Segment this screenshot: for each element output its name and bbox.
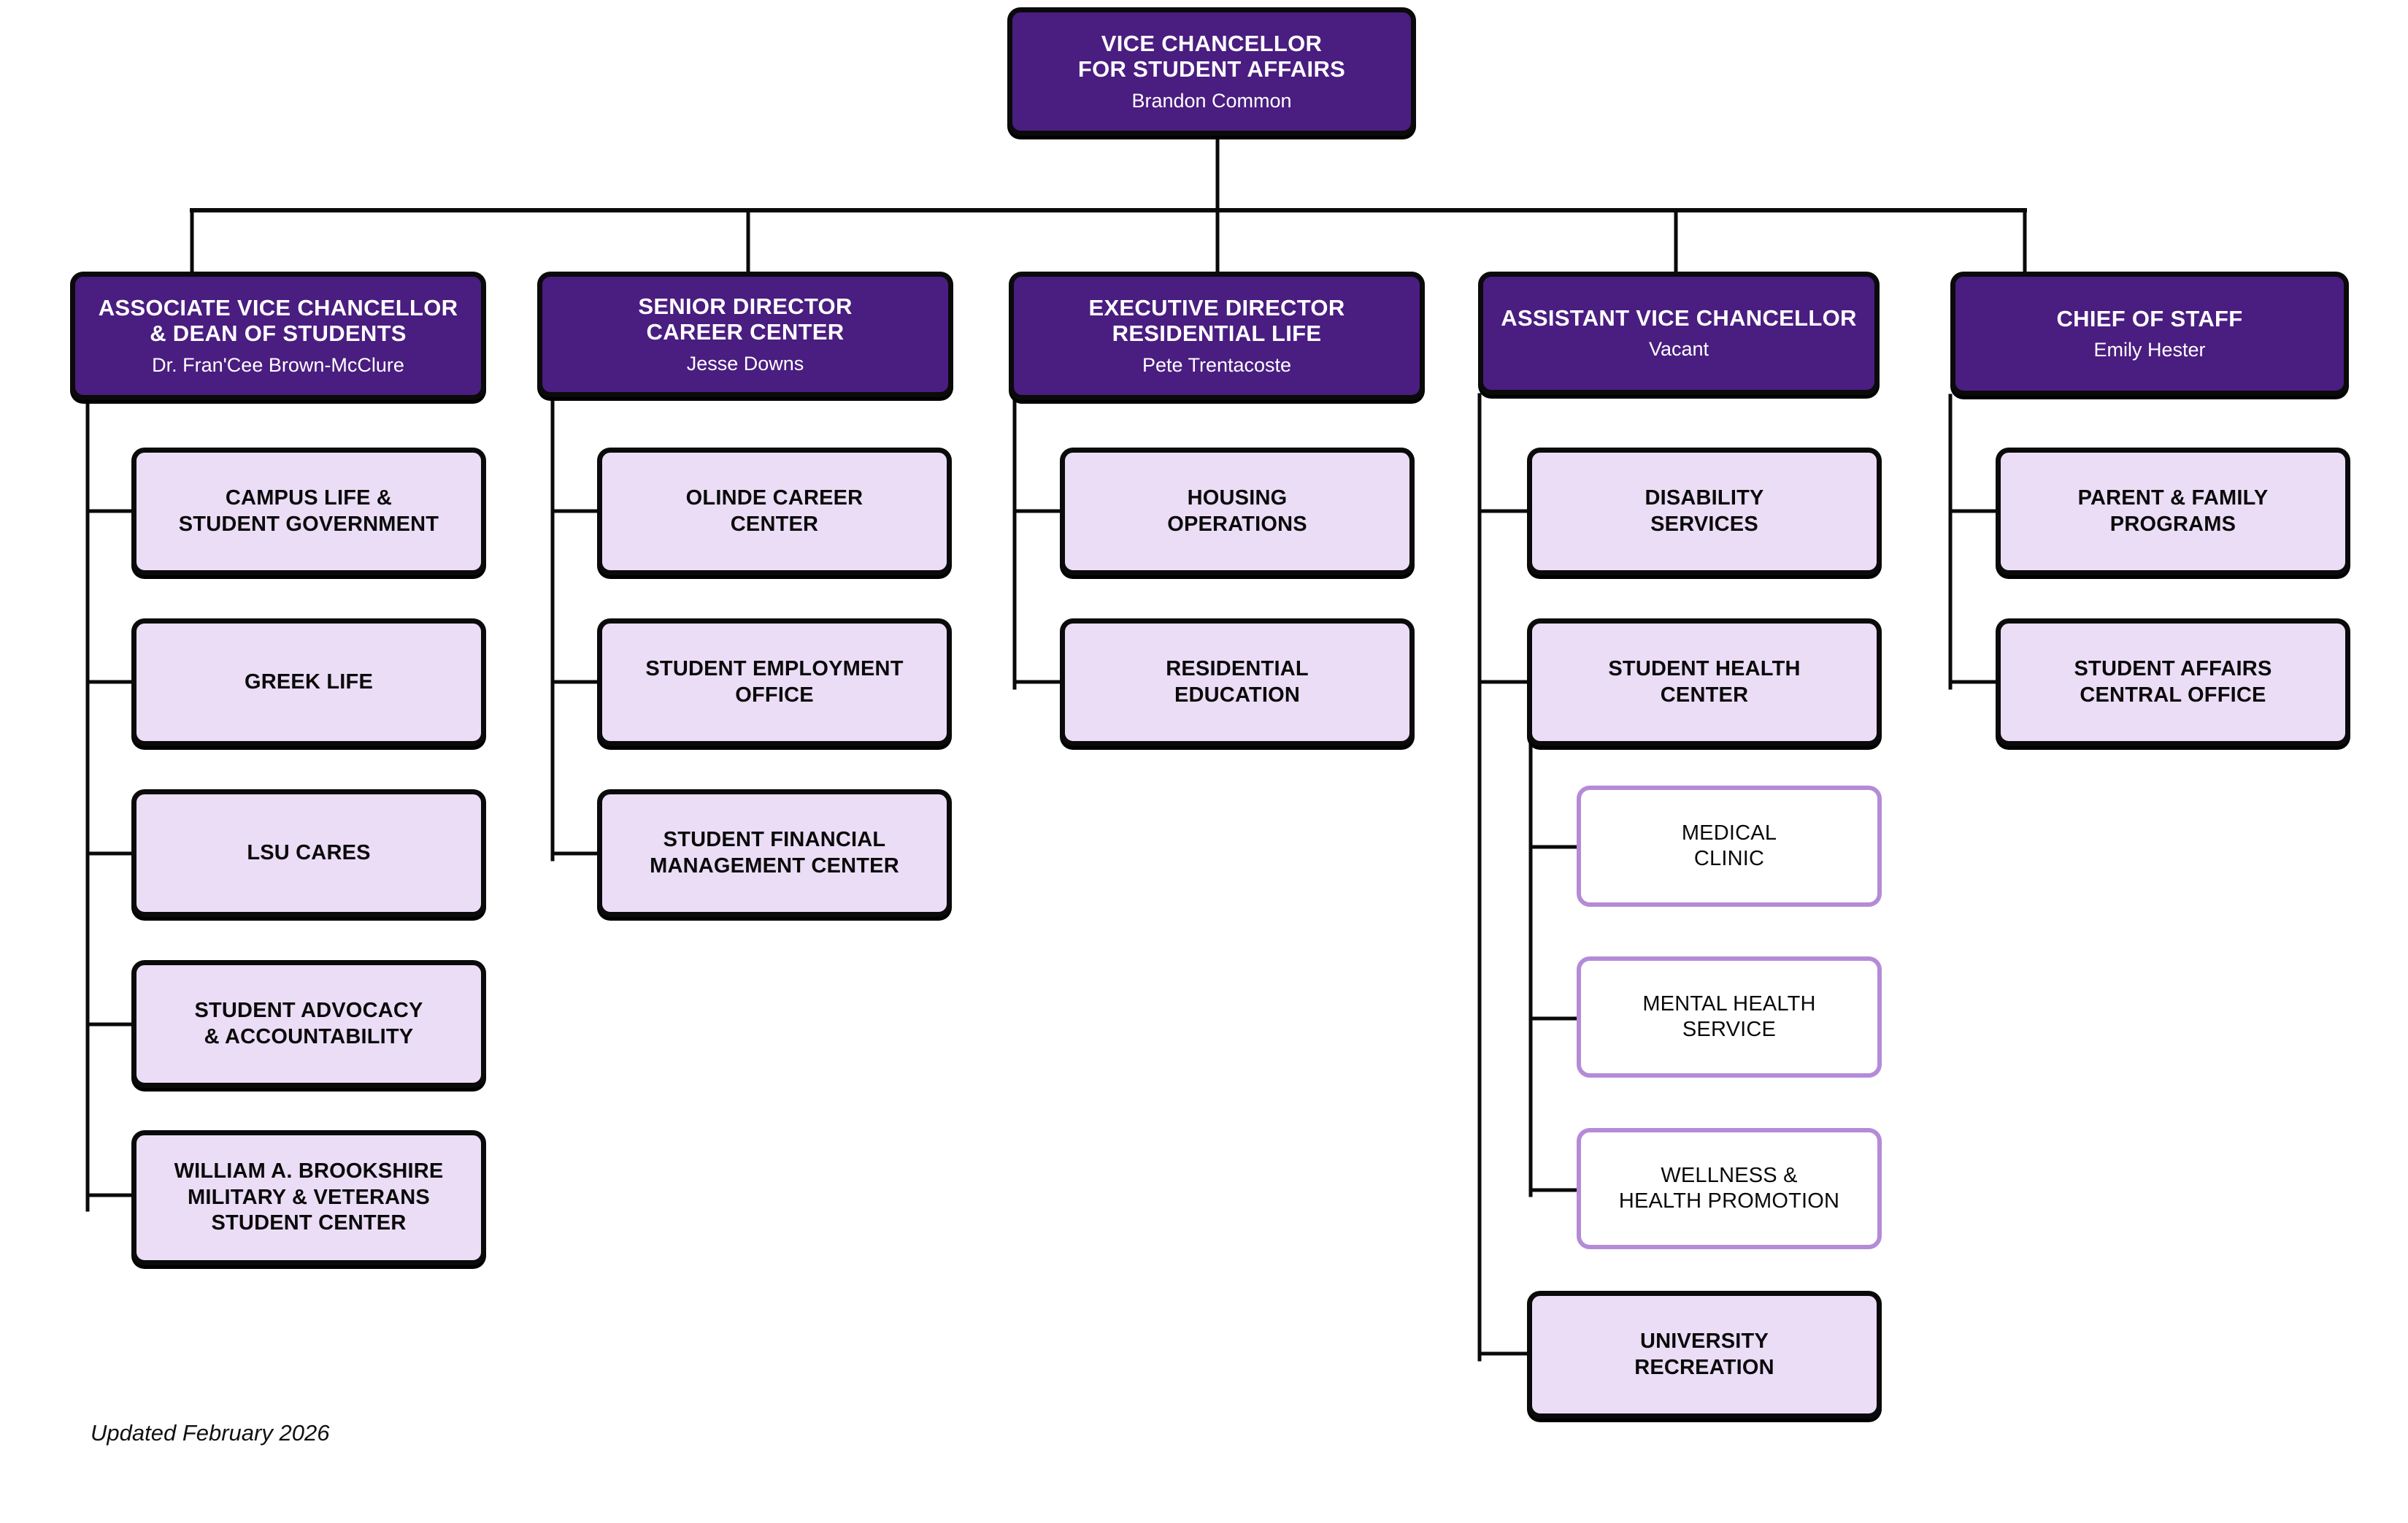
- node-title: RESIDENTIAL EDUCATION: [1166, 657, 1309, 707]
- node-mental-health-service[interactable]: MENTAL HEALTH SERVICE: [1577, 956, 1882, 1078]
- node-parent-family-programs[interactable]: PARENT & FAMILY PROGRAMS: [1996, 448, 2350, 575]
- node-wellness-health-promotion[interactable]: WELLNESS & HEALTH PROMOTION: [1577, 1128, 1882, 1249]
- node-title: OLINDE CAREER CENTER: [685, 486, 863, 536]
- node-title: WELLNESS & HEALTH PROMOTION: [1618, 1163, 1840, 1213]
- node-title: HOUSING OPERATIONS: [1167, 486, 1307, 536]
- node-student-financial-management-center[interactable]: STUDENT FINANCIAL MANAGEMENT CENTER: [597, 789, 952, 917]
- node-person: Vacant: [1648, 338, 1709, 361]
- node-title: MENTAL HEALTH SERVICE: [1642, 991, 1816, 1041]
- node-residential-education[interactable]: RESIDENTIAL EDUCATION: [1060, 618, 1415, 746]
- node-executive-director-residential-life[interactable]: EXECUTIVE DIRECTOR RESIDENTIAL LIFE Pete…: [1009, 272, 1425, 400]
- node-person: Emily Hester: [2093, 338, 2206, 361]
- node-olinde-career-center[interactable]: OLINDE CAREER CENTER: [597, 448, 952, 575]
- node-student-advocacy-accountability[interactable]: STUDENT ADVOCACY & ACCOUNTABILITY: [131, 960, 486, 1088]
- node-person: Jesse Downs: [686, 352, 804, 375]
- node-associate-vice-chancellor-dean-of-students[interactable]: ASSOCIATE VICE CHANCELLOR & DEAN OF STUD…: [70, 272, 486, 400]
- node-title: STUDENT EMPLOYMENT OFFICE: [645, 657, 904, 707]
- node-title: CAMPUS LIFE & STUDENT GOVERNMENT: [178, 486, 439, 536]
- node-campus-life-student-government[interactable]: CAMPUS LIFE & STUDENT GOVERNMENT: [131, 448, 486, 575]
- node-disability-services[interactable]: DISABILITY SERVICES: [1527, 448, 1882, 575]
- node-title: STUDENT AFFAIRS CENTRAL OFFICE: [2074, 657, 2272, 707]
- node-greek-life[interactable]: GREEK LIFE: [131, 618, 486, 746]
- node-title: MEDICAL CLINIC: [1681, 821, 1777, 870]
- node-assistant-vice-chancellor[interactable]: ASSISTANT VICE CHANCELLOR Vacant: [1478, 272, 1880, 395]
- node-title: LSU CARES: [247, 840, 371, 864]
- node-student-employment-office[interactable]: STUDENT EMPLOYMENT OFFICE: [597, 618, 952, 746]
- node-medical-clinic[interactable]: MEDICAL CLINIC: [1577, 786, 1882, 907]
- node-title: STUDENT FINANCIAL MANAGEMENT CENTER: [650, 828, 899, 878]
- node-housing-operations[interactable]: HOUSING OPERATIONS: [1060, 448, 1415, 575]
- node-student-affairs-central-office[interactable]: STUDENT AFFAIRS CENTRAL OFFICE: [1996, 618, 2350, 746]
- node-title: ASSISTANT VICE CHANCELLOR: [1501, 305, 1857, 331]
- node-person: Pete Trentacoste: [1142, 353, 1292, 376]
- node-brookshire-military-veterans-student-center[interactable]: WILLIAM A. BROOKSHIRE MILITARY & VETERAN…: [131, 1130, 486, 1265]
- node-title: SENIOR DIRECTOR CAREER CENTER: [638, 293, 853, 345]
- node-title: PARENT & FAMILY PROGRAMS: [2077, 486, 2269, 536]
- node-chief-of-staff[interactable]: CHIEF OF STAFF Emily Hester: [1950, 272, 2349, 396]
- node-person: Dr. Fran'Cee Brown-McClure: [152, 353, 404, 376]
- node-title: GREEK LIFE: [244, 670, 373, 694]
- node-senior-director-career-center[interactable]: SENIOR DIRECTOR CAREER CENTER Jesse Down…: [537, 272, 953, 397]
- node-title: EXECUTIVE DIRECTOR RESIDENTIAL LIFE: [1088, 294, 1345, 347]
- node-lsu-cares[interactable]: LSU CARES: [131, 789, 486, 917]
- node-title: STUDENT ADVOCACY & ACCOUNTABILITY: [194, 999, 423, 1048]
- node-title: STUDENT HEALTH CENTER: [1608, 657, 1801, 707]
- updated-date-label: Updated February 2026: [91, 1420, 330, 1446]
- node-person: Brandon Common: [1131, 89, 1292, 112]
- node-university-recreation[interactable]: UNIVERSITY RECREATION: [1527, 1291, 1882, 1419]
- node-title: DISABILITY SERVICES: [1645, 486, 1764, 536]
- node-title: ASSOCIATE VICE CHANCELLOR & DEAN OF STUD…: [98, 294, 458, 347]
- node-title: UNIVERSITY RECREATION: [1634, 1330, 1774, 1379]
- node-vice-chancellor-student-affairs[interactable]: VICE CHANCELLOR FOR STUDENT AFFAIRS Bran…: [1007, 7, 1416, 136]
- node-title: WILLIAM A. BROOKSHIRE MILITARY & VETERAN…: [174, 1159, 444, 1235]
- node-title: CHIEF OF STAFF: [2056, 305, 2243, 331]
- node-title: VICE CHANCELLOR FOR STUDENT AFFAIRS: [1077, 30, 1346, 83]
- node-student-health-center[interactable]: STUDENT HEALTH CENTER: [1527, 618, 1882, 746]
